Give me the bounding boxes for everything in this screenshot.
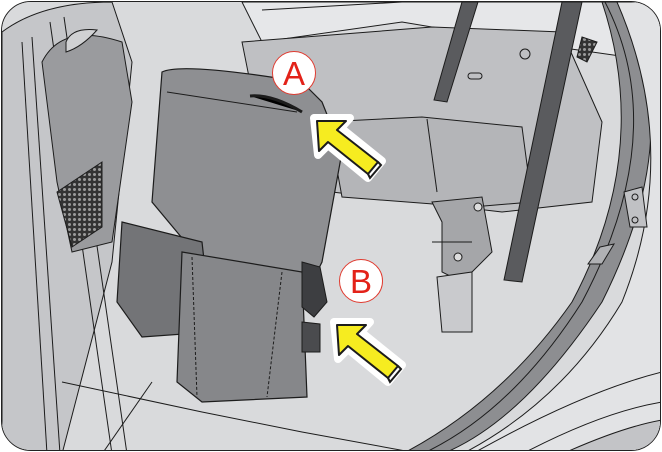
arrow-a-icon xyxy=(310,114,386,182)
arrow-b-icon xyxy=(330,318,406,386)
callout-a: A xyxy=(272,51,316,95)
callout-b-label: B xyxy=(349,262,372,300)
callout-b: B xyxy=(339,259,383,303)
callout-a-label: A xyxy=(282,54,305,92)
